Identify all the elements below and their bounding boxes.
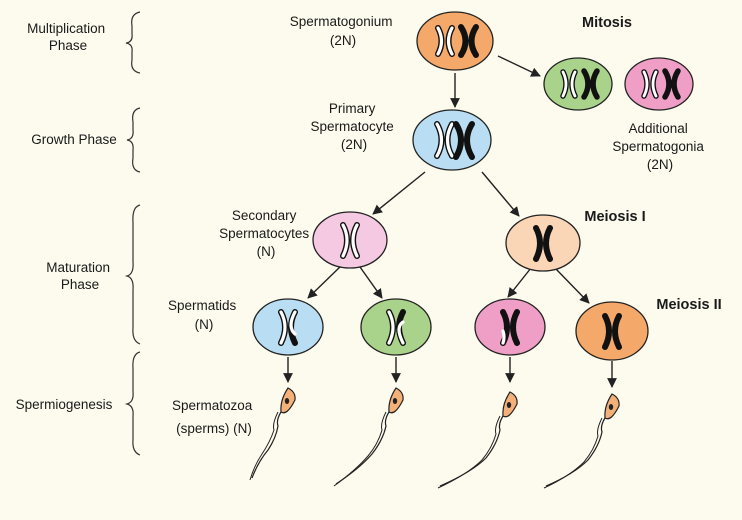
- cell-spermatid-3: [474, 298, 546, 356]
- label-mitosis: Mitosis: [582, 15, 632, 31]
- cell-body: [416, 11, 494, 71]
- label-spermatogonium: Spermatogonium (2N): [290, 14, 397, 48]
- arrow-secondary-to-spermatid-3: [507, 267, 532, 298]
- cell-secondary-spermatocyte-2: [505, 214, 581, 272]
- sperm-tail: [335, 411, 390, 485]
- arrow-secondary-to-spermatid-4: [554, 267, 590, 304]
- cell-spermatid-1: [252, 298, 324, 356]
- brace-spermiogenesis: [124, 351, 141, 456]
- phase-label-maturation: Maturation Phase: [46, 260, 114, 292]
- sperm-3: [437, 391, 518, 489]
- arrow-secondary-to-spermatid-2: [359, 266, 383, 299]
- label-spermatozoa: Spermatozoa (sperms) (N): [172, 398, 256, 436]
- cell-additional-spermatogonium-2: [624, 57, 694, 111]
- cell-additional-spermatogonium-1: [543, 57, 613, 111]
- cell-primary-spermatocyte: [412, 109, 492, 171]
- sperm-tail: [439, 415, 504, 487]
- brace-multiplication: [125, 11, 141, 74]
- sperm-tail: [251, 411, 282, 479]
- label-meiosis-2: Meiosis II: [656, 297, 721, 313]
- arrow-primary-to-secondary-left: [372, 171, 426, 215]
- phase-label-multiplication: Multiplication Phase: [27, 21, 109, 53]
- cell-body: [624, 57, 694, 111]
- label-additional-spermatogonia: Additional Spermatogonia (2N): [612, 121, 707, 172]
- phase-label-growth: Growth Phase: [31, 132, 117, 147]
- sperm-2: [333, 387, 404, 487]
- arrow-primary-to-secondary-right: [481, 171, 520, 217]
- brace-growth: [126, 107, 141, 173]
- cell-spermatid-4: [575, 301, 649, 361]
- label-spermatids: Spermatids (N): [168, 298, 240, 332]
- chromosome-pair: [435, 24, 479, 58]
- label-secondary-spermatocytes: Secondary Spermatocytes (N): [219, 208, 313, 259]
- cell-spermatogonium: [416, 11, 494, 71]
- label-meiosis-1: Meiosis I: [584, 209, 645, 225]
- label-primary-spermatocyte: Primary Spermatocyte (2N): [310, 101, 397, 152]
- cell-body: [412, 109, 492, 171]
- arrow-mitosis-to-additional: [497, 55, 541, 77]
- arrow-secondary-to-spermatid-1: [307, 264, 343, 299]
- sperm-1: [249, 387, 296, 481]
- cell-body: [543, 57, 613, 111]
- sperm-4: [543, 393, 620, 489]
- brace-maturation: [124, 204, 141, 345]
- sperm-tail: [545, 417, 606, 487]
- phase-label-spermiogenesis: Spermiogenesis: [16, 397, 113, 412]
- cell-secondary-spermatocyte-1: [312, 211, 388, 269]
- cell-spermatid-2: [360, 298, 432, 356]
